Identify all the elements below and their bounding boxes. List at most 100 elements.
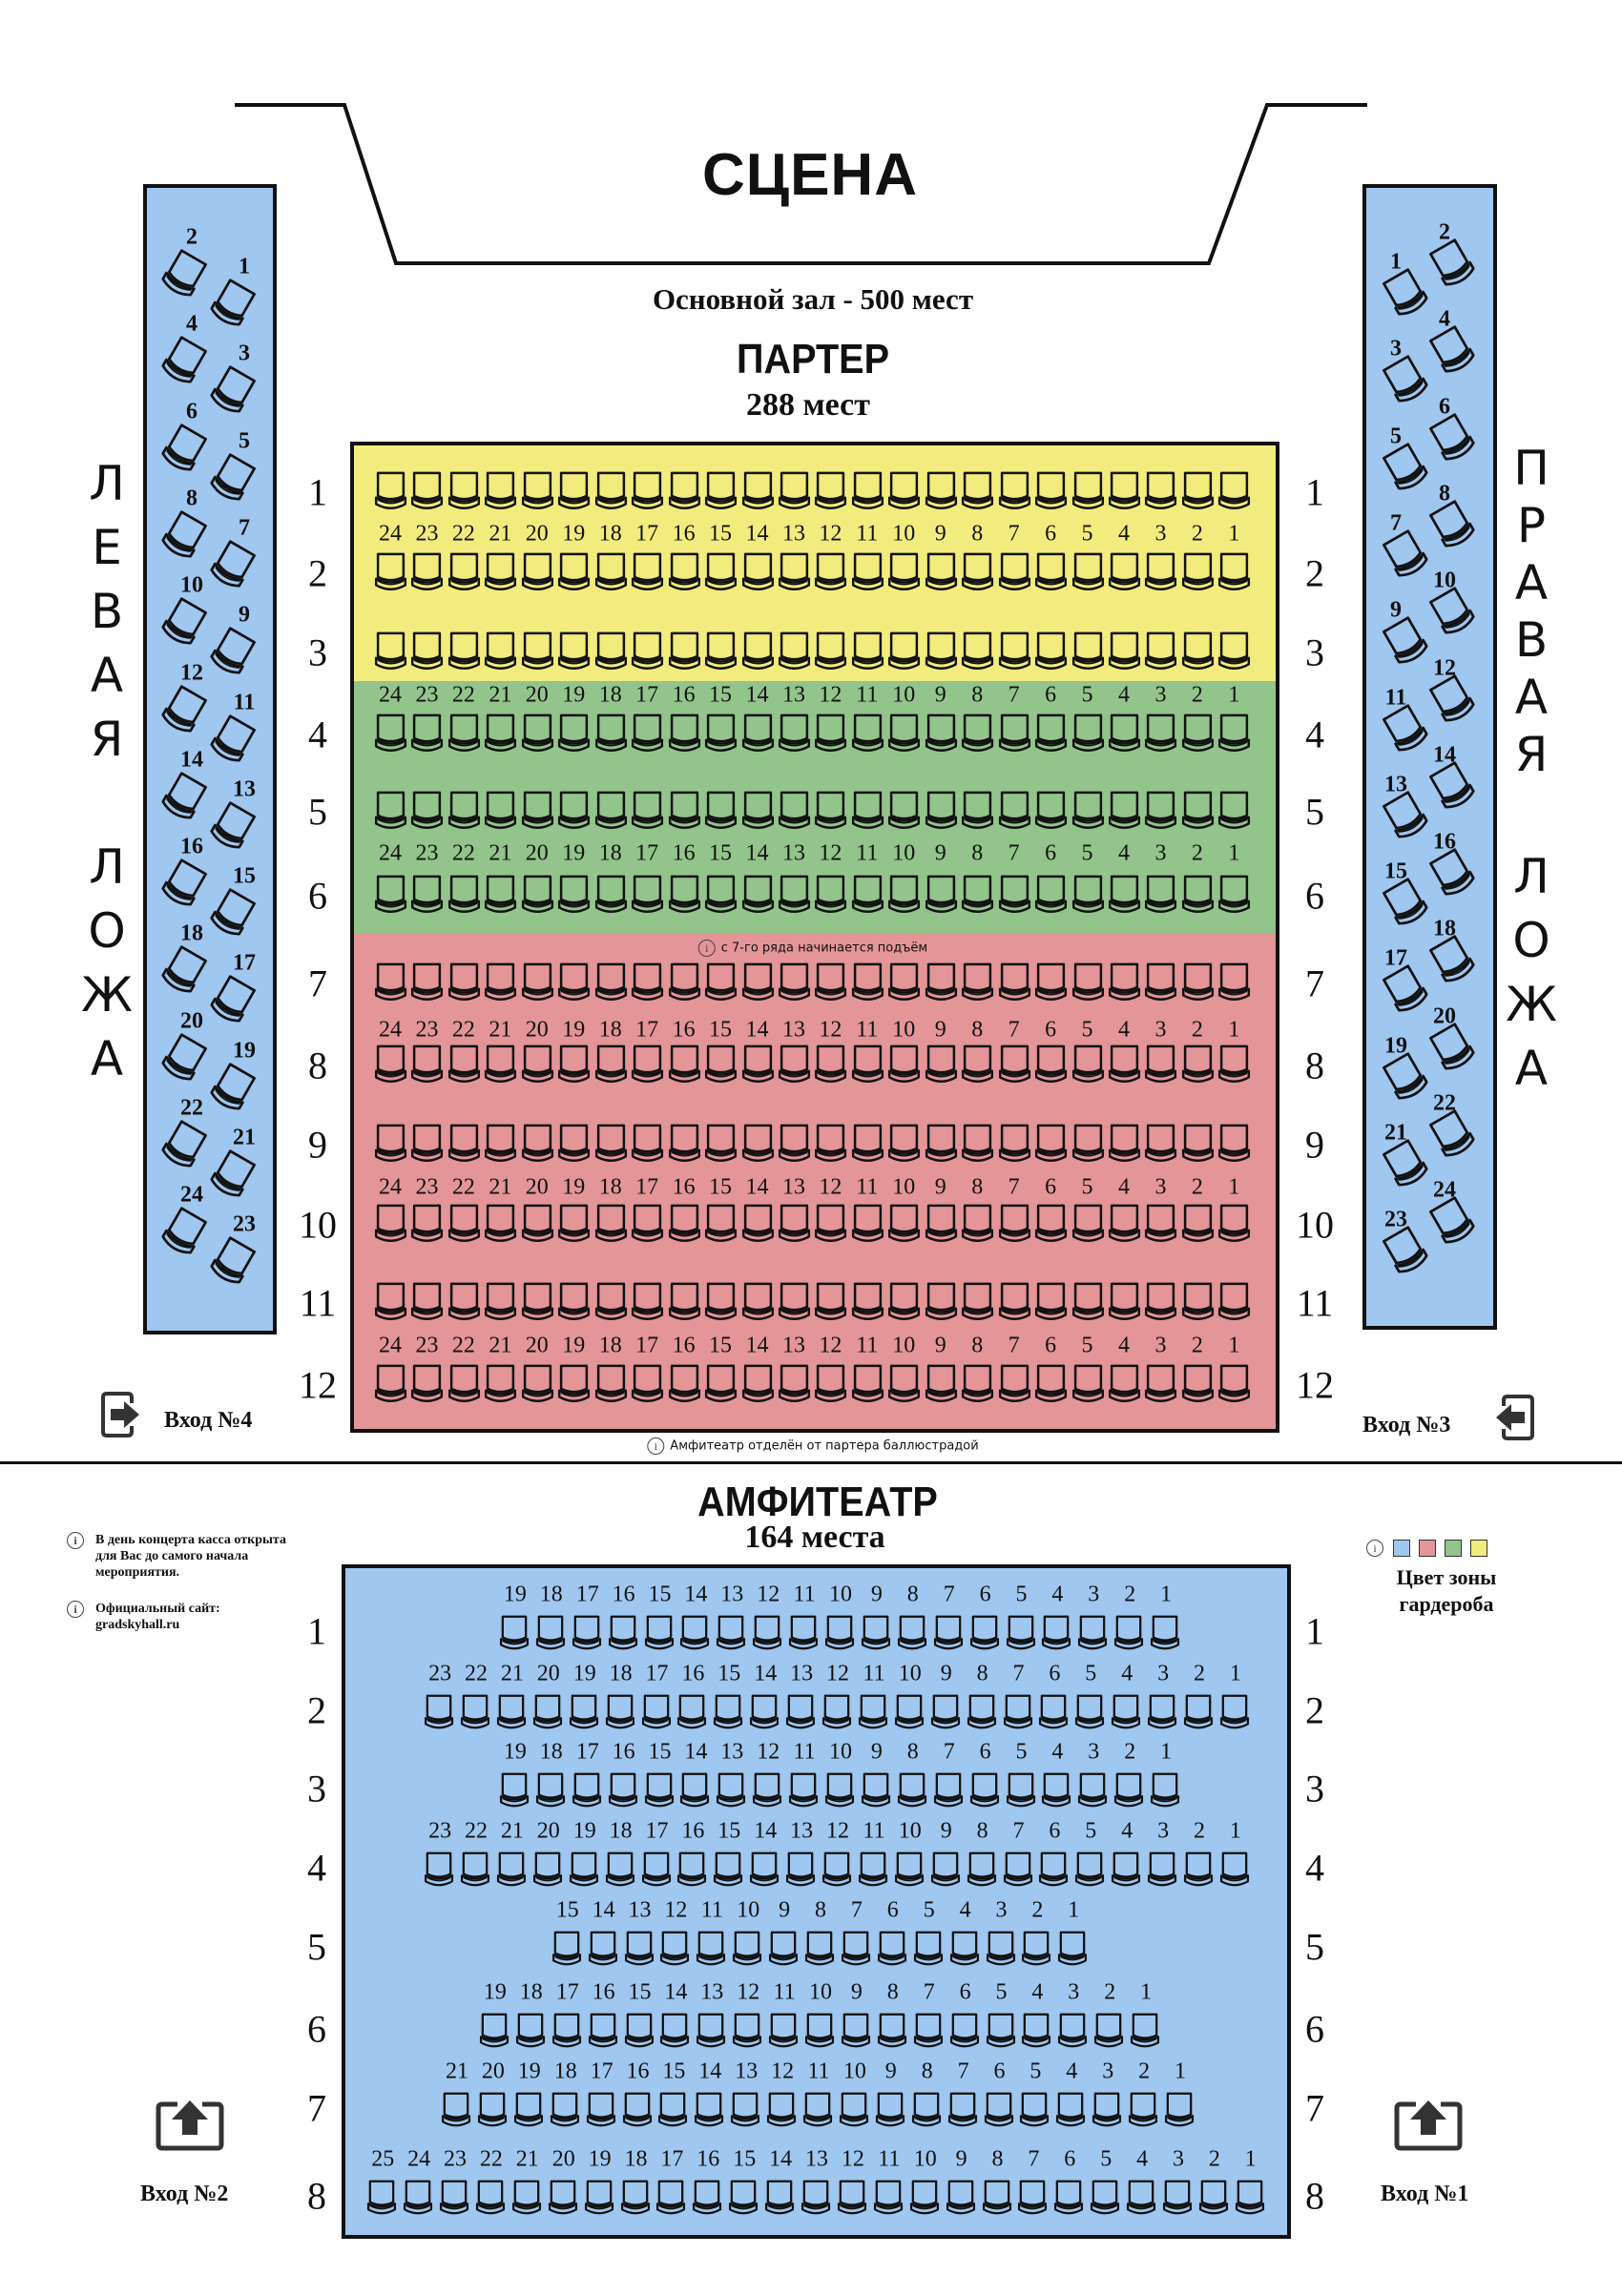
- parter-seat[interactable]: [557, 631, 591, 673]
- amphitheatre-seat[interactable]: [929, 1694, 962, 1732]
- parter-seat[interactable]: [887, 471, 921, 513]
- amphitheatre-seat[interactable]: [912, 1931, 945, 1969]
- parter-seat[interactable]: [557, 552, 591, 594]
- amphitheatre-seat[interactable]: [857, 1694, 889, 1732]
- amphitheatre-seat[interactable]: [1218, 1851, 1251, 1890]
- parter-seat[interactable]: [704, 471, 738, 513]
- parter-seat[interactable]: [374, 1124, 407, 1166]
- amphitheatre-seat[interactable]: [803, 1931, 836, 1969]
- parter-seat[interactable]: [447, 1124, 481, 1166]
- amphitheatre-seat[interactable]: [731, 2013, 763, 2051]
- parter-seat[interactable]: [814, 552, 847, 594]
- parter-seat[interactable]: [925, 552, 958, 594]
- parter-seat[interactable]: [1217, 875, 1251, 917]
- parter-seat[interactable]: [521, 962, 554, 1004]
- parter-seat[interactable]: [410, 714, 444, 755]
- parter-seat[interactable]: [594, 552, 628, 594]
- amphitheatre-seat[interactable]: [1197, 2180, 1230, 2218]
- left-lodge-seat[interactable]: [205, 886, 260, 944]
- parter-seat[interactable]: [887, 1045, 921, 1086]
- parter-seat[interactable]: [1108, 471, 1141, 513]
- amphitheatre-seat[interactable]: [498, 1615, 530, 1653]
- parter-seat[interactable]: [1181, 875, 1215, 917]
- parter-seat[interactable]: [887, 1282, 921, 1324]
- right-lodge-seat[interactable]: [1426, 1107, 1481, 1166]
- parter-seat[interactable]: [1071, 631, 1105, 673]
- parter-seat[interactable]: [410, 1124, 444, 1166]
- amphitheatre-seat[interactable]: [691, 2180, 723, 2218]
- parter-seat[interactable]: [594, 1204, 628, 1246]
- amphitheatre-seat[interactable]: [571, 1772, 603, 1810]
- amphitheatre-seat[interactable]: [623, 2013, 655, 2051]
- parter-seat[interactable]: [778, 714, 811, 755]
- parter-seat[interactable]: [961, 875, 994, 917]
- amphitheatre-seat[interactable]: [1146, 1694, 1178, 1732]
- parter-seat[interactable]: [484, 631, 517, 673]
- parter-seat[interactable]: [778, 631, 811, 673]
- parter-seat[interactable]: [998, 1204, 1031, 1246]
- right-lodge-seat[interactable]: [1426, 846, 1481, 904]
- amphitheatre-seat[interactable]: [748, 1694, 780, 1732]
- parter-seat[interactable]: [557, 1364, 591, 1406]
- amphitheatre-seat[interactable]: [1040, 1772, 1072, 1810]
- left-lodge-seat[interactable]: [205, 625, 260, 683]
- parter-seat[interactable]: [484, 875, 517, 917]
- left-lodge-seat[interactable]: [156, 508, 211, 567]
- parter-seat[interactable]: [998, 1045, 1031, 1086]
- parter-seat[interactable]: [998, 552, 1031, 594]
- parter-seat[interactable]: [631, 1204, 664, 1246]
- parter-seat[interactable]: [557, 875, 591, 917]
- amphitheatre-seat[interactable]: [640, 1851, 673, 1890]
- parter-seat[interactable]: [374, 1045, 407, 1086]
- parter-seat[interactable]: [1144, 962, 1177, 1004]
- parter-seat[interactable]: [594, 1282, 628, 1324]
- parter-seat[interactable]: [447, 1204, 481, 1246]
- amphitheatre-seat[interactable]: [1113, 1615, 1145, 1653]
- amphitheatre-seat[interactable]: [423, 1694, 455, 1732]
- parter-seat[interactable]: [704, 631, 738, 673]
- amphitheatre-seat[interactable]: [981, 2180, 1013, 2218]
- parter-seat[interactable]: [887, 962, 921, 1004]
- parter-seat[interactable]: [887, 552, 921, 594]
- parter-seat[interactable]: [704, 1364, 738, 1406]
- amphitheatre-seat[interactable]: [1182, 1851, 1215, 1890]
- parter-seat[interactable]: [1181, 631, 1215, 673]
- amphitheatre-seat[interactable]: [729, 2092, 761, 2130]
- amphitheatre-seat[interactable]: [968, 1615, 1001, 1653]
- amphitheatre-seat[interactable]: [860, 1772, 892, 1810]
- amphitheatre-seat[interactable]: [836, 2180, 868, 2218]
- parter-seat[interactable]: [521, 1364, 554, 1406]
- parter-seat[interactable]: [1071, 875, 1105, 917]
- amphitheatre-seat[interactable]: [872, 2180, 905, 2218]
- parter-seat[interactable]: [668, 714, 701, 755]
- amphitheatre-seat[interactable]: [695, 2013, 727, 2051]
- parter-seat[interactable]: [1108, 1282, 1141, 1324]
- parter-seat[interactable]: [1108, 962, 1141, 1004]
- parter-seat[interactable]: [410, 1364, 444, 1406]
- amphitheatre-seat[interactable]: [1127, 2092, 1159, 2130]
- right-lodge-seat[interactable]: [1426, 672, 1481, 730]
- parter-seat[interactable]: [1071, 1124, 1105, 1166]
- parter-seat[interactable]: [1071, 1045, 1105, 1086]
- parter-seat[interactable]: [1034, 714, 1068, 755]
- parter-seat[interactable]: [374, 1282, 407, 1324]
- amphitheatre-seat[interactable]: [604, 1851, 636, 1890]
- parter-seat[interactable]: [668, 1045, 701, 1086]
- parter-seat[interactable]: [741, 552, 775, 594]
- amphitheatre-seat[interactable]: [727, 2180, 759, 2218]
- amphitheatre-seat[interactable]: [498, 1772, 530, 1810]
- left-lodge-seat[interactable]: [156, 1205, 211, 1263]
- parter-seat[interactable]: [925, 1282, 958, 1324]
- right-lodge-seat[interactable]: [1380, 962, 1434, 1021]
- parter-seat[interactable]: [1108, 1124, 1141, 1166]
- parter-seat[interactable]: [521, 471, 554, 513]
- parter-seat[interactable]: [447, 552, 481, 594]
- parter-seat[interactable]: [851, 1124, 884, 1166]
- parter-seat[interactable]: [521, 791, 554, 833]
- parter-seat[interactable]: [1217, 552, 1251, 594]
- left-lodge-seat[interactable]: [205, 363, 260, 422]
- parter-seat[interactable]: [410, 875, 444, 917]
- right-lodge-seat[interactable]: [1426, 933, 1481, 991]
- parter-seat[interactable]: [998, 1124, 1031, 1166]
- parter-seat[interactable]: [668, 1204, 701, 1246]
